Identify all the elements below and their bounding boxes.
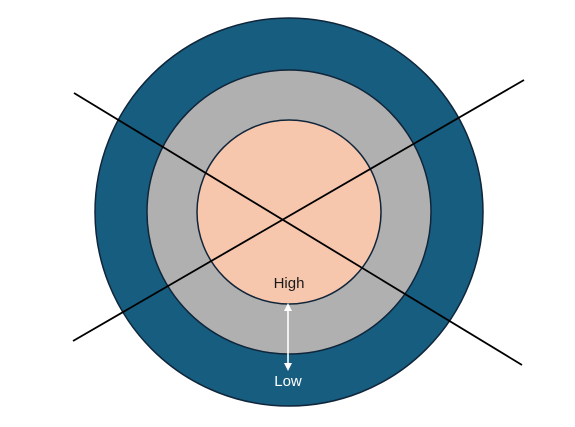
cross-line-descending [73, 92, 523, 366]
low-label: Low [274, 373, 302, 390]
cross-line-ascending [72, 79, 525, 342]
high-label: High [274, 275, 305, 292]
